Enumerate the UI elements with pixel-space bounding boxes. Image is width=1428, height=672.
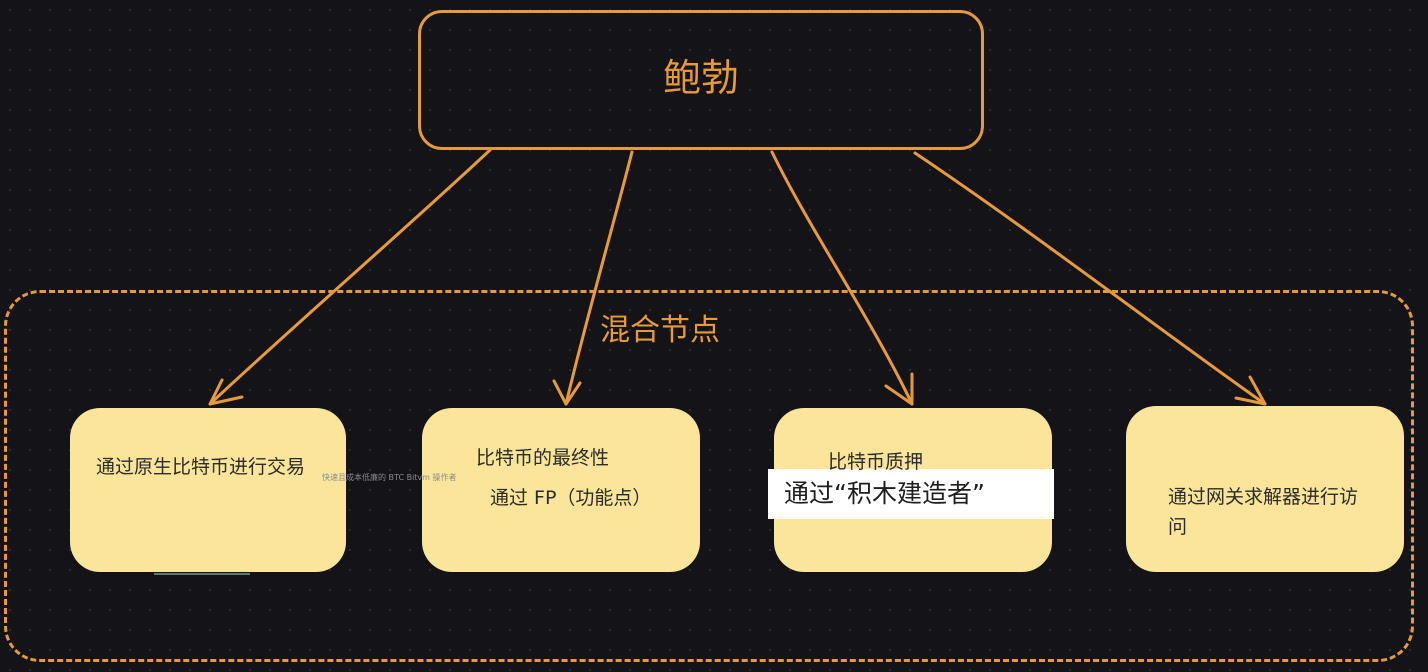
node-native-btc	[70, 408, 346, 572]
root-node-label: 鲍勃	[662, 56, 739, 100]
group-label: 混合节点	[600, 313, 720, 348]
node-finality-label: 比特币的最终性	[476, 447, 610, 469]
connector-arrow-finality	[552, 150, 634, 406]
node-finality-sublabel: 通过 FP（功能点）	[490, 487, 652, 509]
group-frame	[4, 290, 1414, 662]
node-staking-label: 比特币质押	[828, 451, 924, 473]
node-gateway-label: 通过网关求解器进行访问	[1168, 486, 1359, 538]
node-staking-sublabel: 通过“积木建造者”	[784, 479, 985, 508]
connector-arrow-native-btc	[208, 148, 492, 406]
node-note: 快速且成本低廉的 BTC Bitvm 操作者	[322, 473, 457, 482]
root-node	[418, 10, 984, 150]
node-finality	[422, 408, 700, 572]
connector-arrow-staking	[770, 150, 914, 406]
divider-line	[154, 573, 250, 575]
node-gateway	[1126, 406, 1404, 572]
node-native-btc-label: 通过原生比特币进行交易	[96, 456, 306, 478]
node-staking-highlight	[768, 469, 1054, 519]
connector-arrow-gateway	[913, 151, 1267, 406]
